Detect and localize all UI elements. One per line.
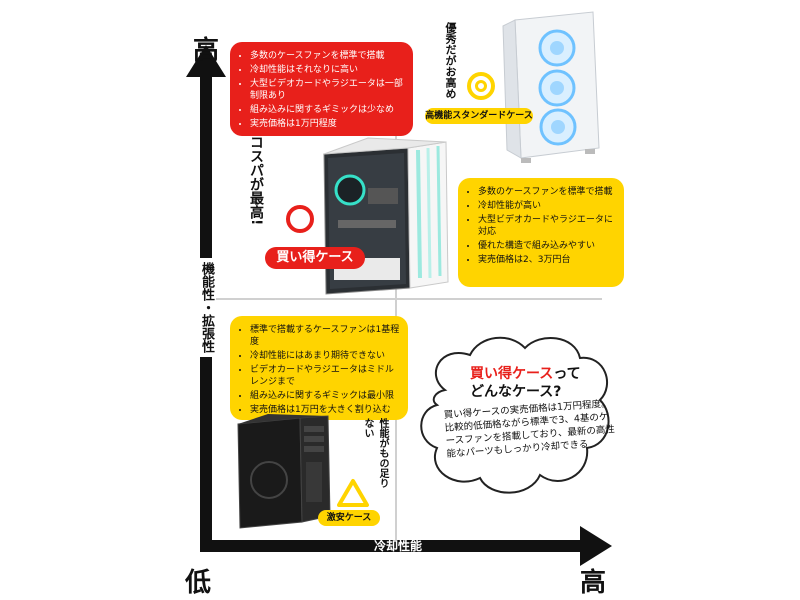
value-white-case-image	[323, 137, 449, 295]
double-circle-mark-icon	[467, 72, 495, 100]
x-axis-name: 冷却性能	[368, 540, 429, 552]
budget-callout: 性能がもの足りない	[362, 418, 388, 488]
feature-item: ビデオカードやラジエータはミドルレンジまで	[250, 364, 400, 388]
cloud-title-rest: って	[553, 366, 581, 382]
feature-item: 優れた構造で組み込みやすい	[478, 240, 616, 252]
feature-item: 多数のケースファンを標準で搭載	[250, 50, 405, 62]
feature-item: 標準で搭載するケースファンは1基程度	[250, 324, 400, 348]
y-axis-arrow-icon	[186, 45, 226, 77]
feature-item: 実売価格は2、3万円台	[478, 254, 616, 266]
explanation-cloud-shape	[420, 336, 610, 494]
premium-case-tag: 高機能スタンダードケース	[425, 108, 533, 124]
triangle-mark-icon	[337, 479, 369, 507]
x-axis-high-label: 高	[580, 568, 607, 598]
cloud-title: 買い得ケースって どんなケース?	[470, 365, 620, 401]
feature-item: 冷却性能が高い	[478, 200, 616, 212]
origin-low-label: 低	[185, 568, 212, 598]
feature-item: 多数のケースファンを標準で搭載	[478, 186, 616, 198]
feature-item: 実売価格は1万円を大きく割り込む	[250, 404, 400, 416]
value-case-tag: 買い得ケース	[265, 247, 365, 269]
y-axis-high-label: 高	[193, 36, 220, 66]
quadrant-divider-horizontal	[212, 298, 602, 300]
value-callout: コスパが最高!	[248, 135, 264, 226]
x-axis-arrow-icon	[580, 526, 612, 566]
premium-callout: 優秀だがお高め	[444, 22, 457, 99]
budget-black-case-image	[237, 414, 331, 529]
feature-item: 大型ビデオカードやラジエータに対応	[478, 214, 616, 238]
budget-case-tag: 激安ケース	[318, 510, 380, 526]
quadrant-divider-vertical	[395, 60, 397, 540]
feature-item: 冷却性能にはあまり期待できない	[250, 350, 400, 362]
feature-item: 組み込みに関するギミックは少なめ	[250, 104, 405, 116]
double-circle-inner-icon	[475, 80, 487, 92]
premium-white-case-image	[502, 11, 600, 163]
circle-mark-icon	[286, 205, 314, 233]
budget-case-features: 標準で搭載するケースファンは1基程度 冷却性能にはあまり期待できない ビデオカー…	[230, 316, 408, 420]
cloud-title-highlight: 買い得ケース	[470, 366, 554, 382]
feature-item: 大型ビデオカードやラジエータは一部制限あり	[250, 78, 405, 102]
y-axis-name: 機能性・拡張性	[196, 258, 216, 357]
feature-item: 組み込みに関するギミックは最小限	[250, 390, 400, 402]
value-case-features: 多数のケースファンを標準で搭載 冷却性能はそれなりに高い 大型ビデオカードやラジ…	[230, 42, 413, 136]
feature-item: 冷却性能はそれなりに高い	[250, 64, 405, 76]
feature-item: 実売価格は1万円程度	[250, 118, 405, 130]
premium-case-features: 多数のケースファンを標準で搭載 冷却性能が高い 大型ビデオカードやラジエータに対…	[458, 178, 624, 287]
cloud-title-line2: どんなケース?	[470, 384, 562, 400]
